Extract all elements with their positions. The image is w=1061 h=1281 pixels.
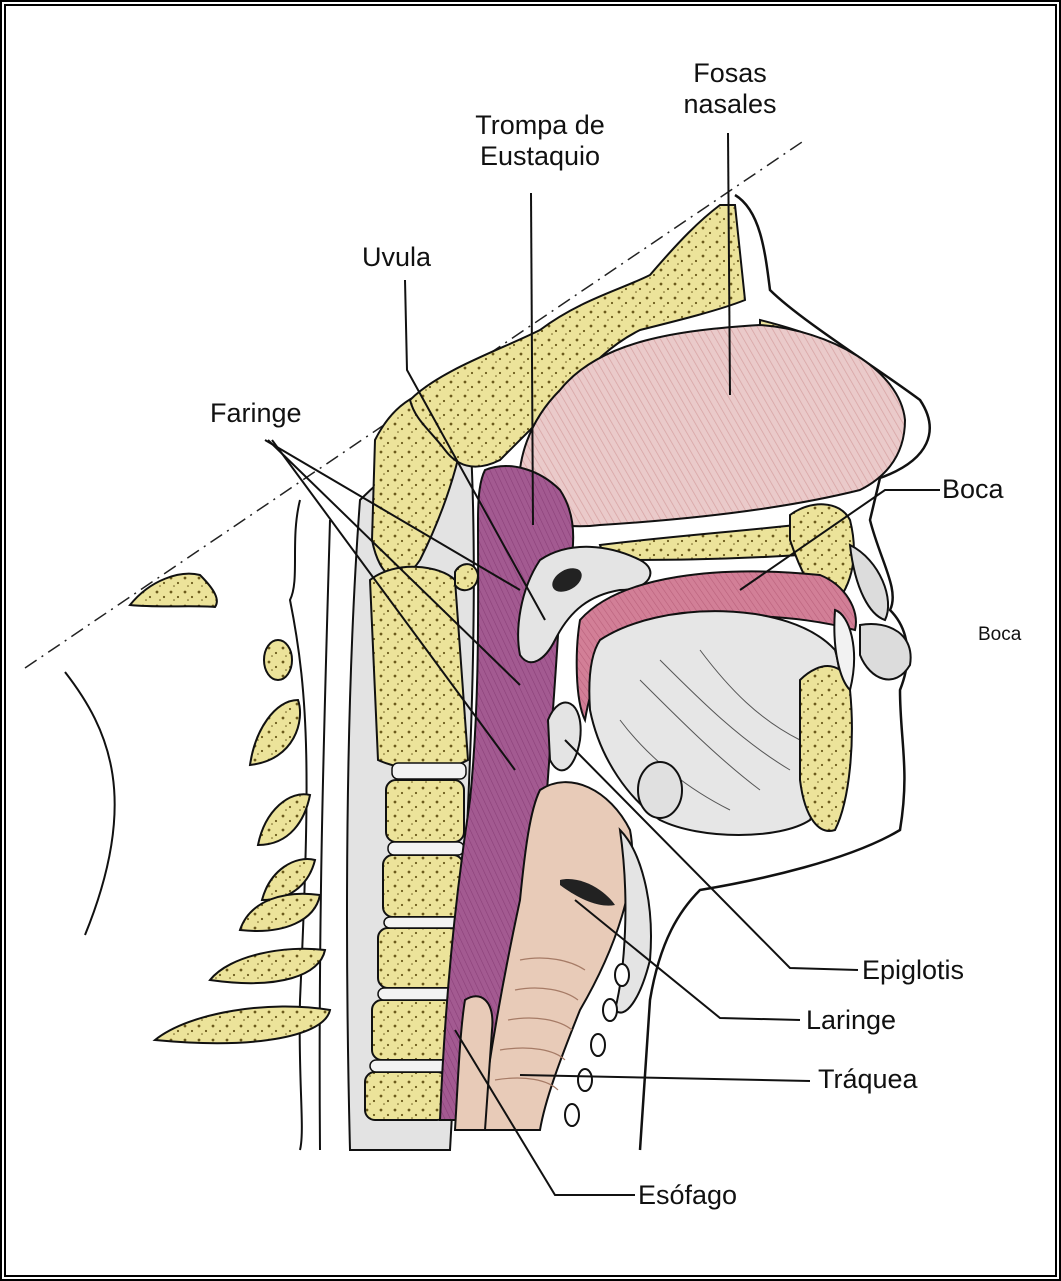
label-fosas-nasales-line2: nasales (660, 89, 800, 120)
label-trompa-line1: Trompa de (455, 110, 625, 141)
label-boca: Boca (942, 474, 1004, 505)
label-boca-extra: Boca (978, 624, 1021, 646)
label-uvula: Uvula (362, 242, 431, 273)
label-fosas-nasales-line1: Fosas (660, 58, 800, 89)
atlas-bone (455, 564, 478, 590)
label-fosas-nasales: Fosas nasales (660, 58, 800, 120)
hyoid-bone (638, 762, 682, 818)
epiglottis (548, 703, 581, 771)
occipital-bone (130, 574, 217, 607)
label-faringe: Faringe (210, 398, 302, 429)
label-traquea: Tráquea (818, 1064, 918, 1095)
mandible-bone (800, 666, 852, 831)
label-esofago: Esófago (638, 1180, 737, 1211)
label-epiglotis: Epiglotis (862, 955, 964, 986)
label-trompa-de-eustaquio: Trompa de Eustaquio (455, 110, 625, 172)
label-laringe: Laringe (806, 1005, 896, 1036)
label-trompa-line2: Eustaquio (455, 141, 625, 172)
leader-traquea (520, 1075, 810, 1081)
